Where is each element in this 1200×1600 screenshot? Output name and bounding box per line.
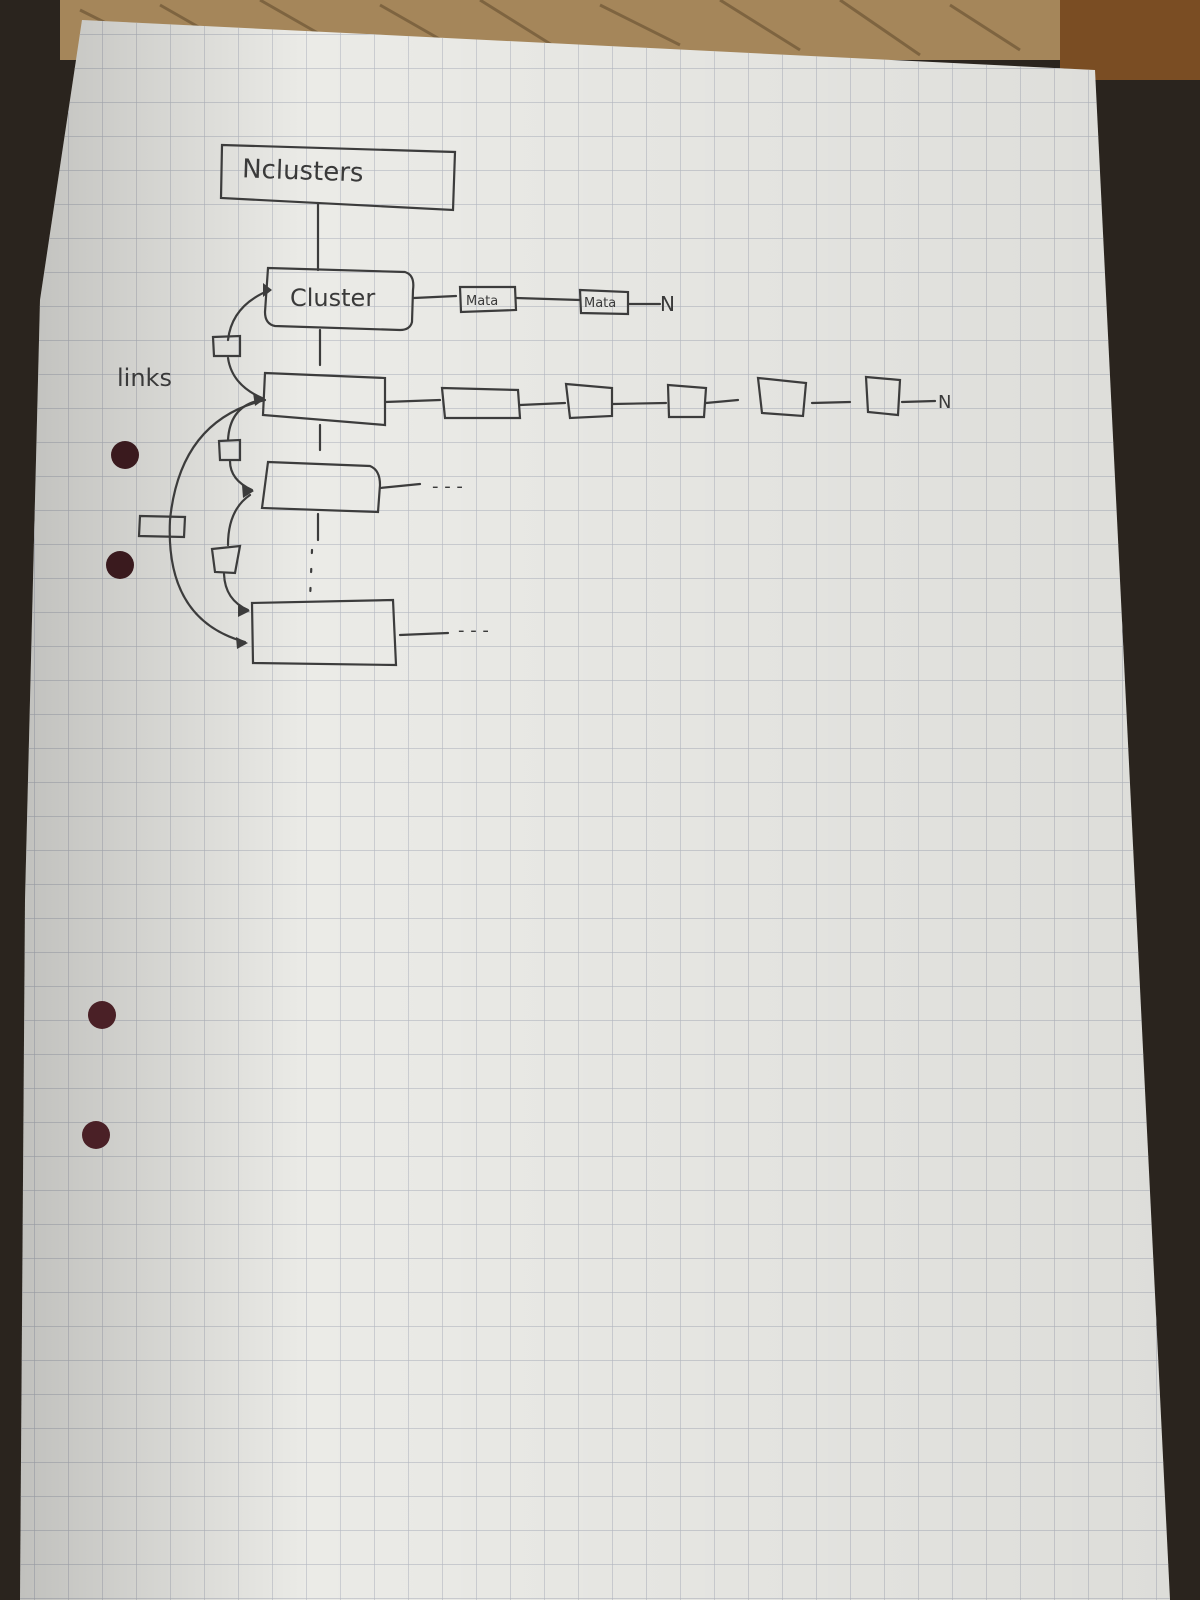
arrowhead xyxy=(238,604,250,617)
meta-box-3 xyxy=(440,386,522,420)
punch-hole xyxy=(82,1121,110,1149)
link-line xyxy=(514,296,582,302)
link-line xyxy=(383,398,442,404)
link-line xyxy=(378,482,422,490)
link-line xyxy=(412,294,458,300)
punch-hole xyxy=(111,441,139,469)
links-curve xyxy=(226,493,252,547)
root-box xyxy=(219,143,457,212)
link-line xyxy=(398,631,450,637)
ellipsis-mark-1: - - - xyxy=(432,476,463,497)
wood-corner xyxy=(1060,0,1200,80)
link-line xyxy=(810,400,852,405)
arrowhead xyxy=(253,393,265,406)
link-line xyxy=(900,399,937,404)
spine-dots xyxy=(308,548,314,602)
punch-hole xyxy=(106,551,134,579)
link-line xyxy=(704,398,740,405)
arrowheads xyxy=(236,283,272,649)
diagram xyxy=(137,143,937,667)
meta-box-7 xyxy=(864,375,902,417)
links-box-outer xyxy=(137,514,187,539)
meta-label-1: Mata xyxy=(466,294,498,309)
cluster-box-4 xyxy=(250,598,398,667)
meta-box-5 xyxy=(666,383,708,419)
links-label: links xyxy=(117,364,172,392)
links-box-1 xyxy=(211,334,242,358)
null-mark-2: N xyxy=(938,392,951,413)
links-box-3 xyxy=(210,544,242,575)
arrowhead xyxy=(242,485,254,498)
arrowhead xyxy=(236,637,248,649)
meta-box-4 xyxy=(564,382,614,420)
links-box-2 xyxy=(217,438,242,462)
links-outer-curve xyxy=(168,398,267,644)
punch-hole xyxy=(88,1001,116,1029)
arrowhead xyxy=(263,283,272,297)
meta-box-1 xyxy=(458,285,518,314)
links-curve xyxy=(228,459,254,492)
ellipsis-mark-2: - - - xyxy=(458,620,489,641)
link-line xyxy=(518,401,567,407)
meta-label-2: Mata xyxy=(584,296,616,311)
meta-box-6 xyxy=(756,376,808,418)
cluster-box-3 xyxy=(260,460,382,514)
cluster-label: Cluster xyxy=(290,284,375,312)
cluster-box xyxy=(263,266,415,332)
link-line xyxy=(611,401,668,406)
null-mark-1: N xyxy=(660,292,675,316)
paper-shading xyxy=(20,20,1170,1600)
root-label: Nclusters xyxy=(242,154,364,188)
meta-box-2 xyxy=(578,288,630,316)
